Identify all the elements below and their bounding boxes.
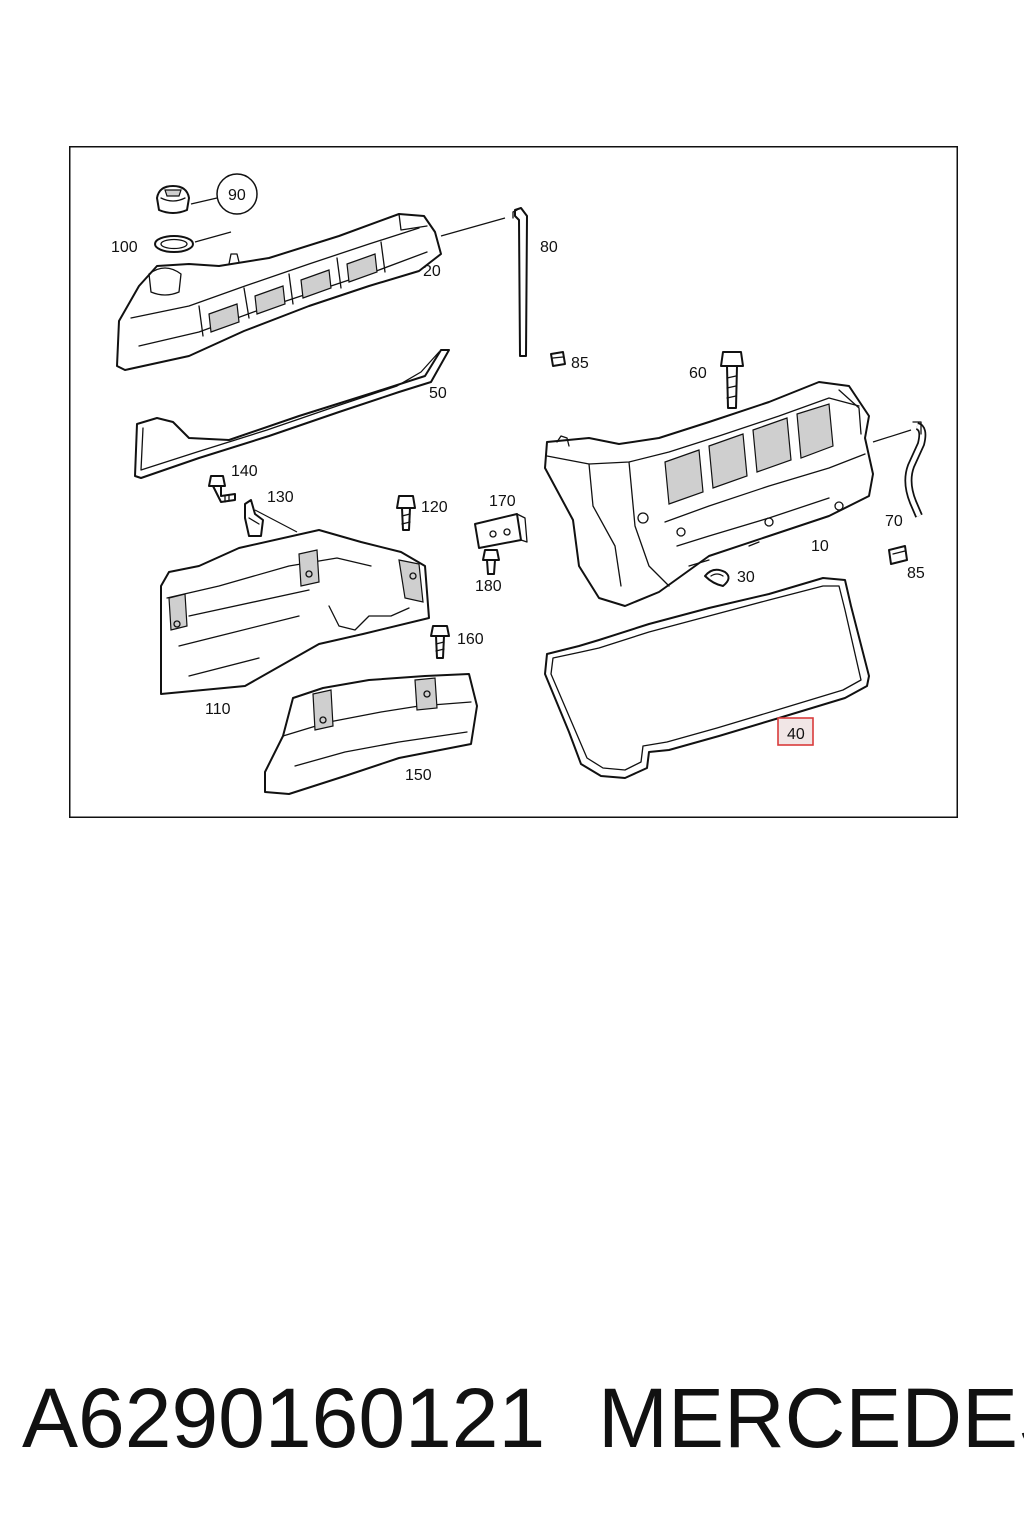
callout-130: 130 [267, 489, 294, 506]
parts-diagram: 90 100 20 80 85 50 [69, 146, 958, 818]
bracket-part[interactable] [474, 513, 528, 549]
breather-pipe-part[interactable] [512, 207, 528, 357]
oil-filler-cap-part[interactable] [156, 185, 190, 214]
lower-heat-shield-part[interactable] [264, 673, 478, 795]
callout-150: 150 [405, 767, 432, 784]
exploded-view-drawing: 90 100 20 80 85 50 [69, 146, 958, 818]
brand-name: MERCEDES [598, 1371, 1024, 1465]
callout-circle-90 [216, 173, 258, 215]
cylinder-head-cover-right-part[interactable] [544, 381, 874, 607]
vent-hose-part[interactable] [904, 421, 927, 518]
callout-160: 160 [457, 631, 484, 648]
part-number: A6290160121 [22, 1371, 546, 1465]
shield-bolt-part[interactable] [430, 625, 450, 659]
cover-bolt-part[interactable] [720, 351, 744, 409]
footer-caption: A6290160121 MERCEDES [0, 1368, 1024, 1478]
cover-gasket-left-part[interactable] [134, 349, 450, 479]
hose-clamp-lower-part[interactable] [888, 545, 908, 565]
leader-line [872, 429, 912, 443]
leader-line [440, 217, 506, 237]
callout-100: 100 [111, 239, 138, 256]
leader-line [194, 231, 232, 243]
retaining-clip-part[interactable] [244, 499, 264, 537]
leader-line [254, 509, 298, 533]
small-seal-part[interactable] [704, 568, 730, 587]
callout-20: 20 [423, 263, 441, 280]
hex-bolt-part[interactable] [396, 495, 416, 531]
cylinder-head-cover-left-part[interactable] [116, 213, 442, 371]
callout-170: 170 [489, 493, 516, 510]
callout-60: 60 [689, 365, 707, 382]
callout-10: 10 [811, 538, 829, 555]
callout-40: 40 [787, 726, 805, 743]
callout-140: 140 [231, 463, 258, 480]
callout-90: 90 [228, 187, 246, 204]
cylinder-head-cover-gasket-part[interactable] [544, 577, 870, 779]
highlight-box-40[interactable] [777, 717, 814, 746]
bracket-bolt-part[interactable] [482, 549, 500, 575]
callout-50: 50 [429, 385, 447, 402]
callout-80: 80 [540, 239, 558, 256]
callout-120: 120 [421, 499, 448, 516]
seal-ring-part[interactable] [154, 235, 194, 253]
callout-180: 180 [475, 578, 502, 595]
heat-shield-part[interactable] [160, 529, 430, 695]
hose-clamp-part[interactable] [550, 351, 566, 367]
callout-85-upper: 85 [571, 355, 589, 372]
screw-bolt-part[interactable] [208, 475, 236, 503]
leader-line [190, 197, 218, 205]
callout-30: 30 [737, 569, 755, 586]
callout-110: 110 [205, 701, 231, 718]
callout-70: 70 [885, 513, 903, 530]
callout-85-lower: 85 [907, 565, 925, 582]
